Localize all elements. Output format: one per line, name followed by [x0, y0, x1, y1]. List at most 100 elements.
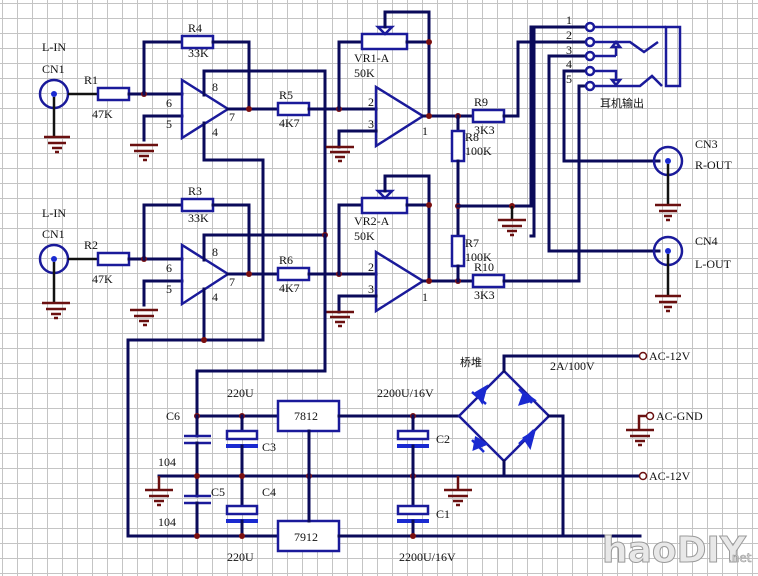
pin-label: 7 [229, 110, 235, 124]
pin-label: 4 [212, 290, 218, 304]
r5-value: 4K7 [279, 116, 300, 130]
r3-label: R3 [188, 184, 202, 198]
pin-label: 1 [422, 290, 428, 304]
pin-label: 6 [166, 96, 172, 110]
cn3-label: CN3 [695, 137, 718, 151]
r3-value: 33K [188, 211, 209, 225]
r8-value: 100K [465, 144, 492, 158]
ground-icon [326, 145, 354, 163]
r1-value: 47K [92, 107, 113, 121]
r1-resistor-icon [96, 86, 131, 102]
jack-pin-label: 3 [566, 43, 572, 57]
vr2-label: VR2-A [354, 214, 390, 228]
r8-resistor-icon [450, 129, 466, 163]
pin-label: 3 [368, 282, 374, 296]
r2-value: 47K [92, 272, 113, 286]
bridge-label: 桥堆 [460, 356, 482, 369]
pin-label: 3 [368, 117, 374, 131]
pin-label: 8 [212, 245, 218, 259]
watermark-text: haoDIY [602, 530, 747, 571]
pin-label: 2 [368, 95, 374, 109]
r2-resistor-icon [96, 251, 131, 267]
c2-value: 2200U/16V [377, 386, 434, 400]
top-input-channel: L-IN CN1 R1 47K R4 33K 8 6 5 7 4 [38, 10, 589, 342]
ground-icon [326, 310, 354, 328]
r3-resistor-icon [180, 197, 215, 213]
opamp-u2b-icon [374, 249, 426, 314]
r7-resistor-icon [450, 234, 466, 268]
ground-icon [44, 135, 70, 154]
bottom-input-channel: L-IN CN1 R2 47K R3 33K 8 6 5 7 4 R6 [38, 84, 589, 343]
regulator-7812 [276, 399, 341, 433]
jack-terminal-icon [584, 21, 596, 33]
c1-label: C1 [436, 507, 450, 521]
cn3-output-connector: CN3 R-OUT [652, 137, 732, 222]
input-net-label: L-IN [42, 40, 66, 54]
jack-label: 耳机输出 [600, 96, 644, 110]
r10-value: 3K3 [474, 288, 495, 302]
c3-value: 220U [227, 386, 254, 400]
ac-terminal-icon [645, 411, 655, 421]
l-out-label: L-OUT [695, 257, 732, 271]
cn4-output-connector: CN4 L-OUT [652, 234, 732, 313]
watermark-suffix: .net [728, 551, 752, 565]
r2-label: R2 [84, 238, 98, 252]
ground-icon [145, 488, 173, 507]
input-net-label: L-IN [42, 206, 66, 220]
cn1-bottom-connector-icon [38, 243, 70, 303]
vr2-potentiometer-icon [360, 196, 409, 215]
jack-terminal-icon [584, 50, 596, 62]
jack-pin-label: 1 [566, 13, 572, 27]
r-out-label: R-OUT [695, 158, 732, 172]
ground-icon [655, 203, 681, 222]
bridge-rating: 2A/100V [550, 359, 595, 373]
r7-value: 100K [465, 250, 492, 264]
c1-value: 2200U/16V [399, 550, 456, 564]
r9-resistor-icon [471, 108, 506, 124]
regulator-7912-label: 7912 [294, 530, 318, 544]
c1-capacitor-icon [396, 504, 430, 516]
vr2-value: 50K [354, 229, 375, 243]
ground-icon [498, 218, 526, 237]
ac-12v-top-label: AC-12V [649, 349, 691, 363]
c6-label: C6 [166, 409, 180, 423]
jack-pin-label: 5 [566, 72, 572, 86]
ac-terminal-icon [638, 351, 648, 361]
c4-capacitor-icon [225, 504, 259, 516]
bridge-rectifier-icon [457, 369, 551, 463]
ac-12v-bottom-label: AC-12V [649, 469, 691, 483]
headphone-jack: 1 2 3 4 5 耳机输出 [529, 13, 682, 253]
r1-label: R1 [84, 73, 98, 87]
pin-label: 6 [166, 261, 172, 275]
power-supply: C6 104 C5 104 220U C3 C4 220U [126, 233, 703, 564]
pin-label: 5 [166, 117, 172, 131]
cn1-top-connector-icon [38, 78, 70, 136]
watermark: haoDIY .net [602, 530, 753, 572]
jack-terminal-icon [584, 36, 596, 48]
vr1-label: VR1-A [354, 51, 390, 65]
vr1-potentiometer-icon [360, 32, 409, 51]
pin-label: 7 [229, 275, 235, 289]
pin-label: 4 [212, 125, 218, 139]
r5-label: R5 [279, 88, 293, 102]
ac-gnd-label: AC-GND [656, 409, 703, 423]
ground-icon [130, 143, 158, 162]
c5-label: C5 [211, 485, 225, 499]
ground-icon [42, 301, 70, 320]
c4-value: 220U [227, 550, 254, 564]
c6-value: 104 [158, 455, 176, 469]
r4-label: R4 [188, 21, 202, 35]
regulator-7812-label: 7812 [294, 409, 318, 423]
ground-icon [655, 294, 681, 313]
ground-icon [130, 308, 158, 327]
r5-resistor-icon [276, 101, 311, 117]
c3-capacitor-icon [225, 429, 259, 441]
pin-label: 8 [212, 80, 218, 94]
jack-terminal-icon [584, 65, 596, 77]
jack-pin-label: 2 [566, 28, 572, 42]
r7-label: R7 [465, 236, 479, 250]
opamp-u2a-icon [374, 84, 426, 149]
vr1-value: 50K [354, 66, 375, 80]
